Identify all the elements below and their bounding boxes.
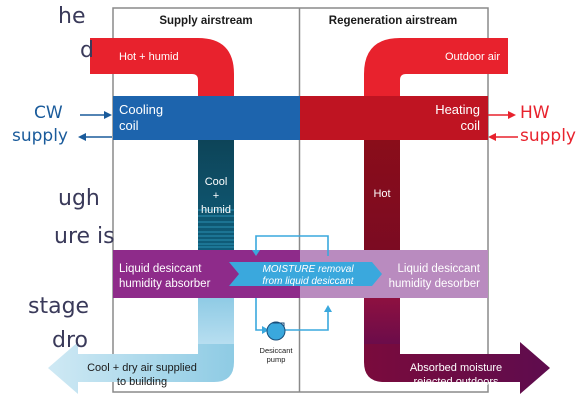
clipped-text-5: stage: [28, 294, 90, 319]
heating-coil: [300, 96, 488, 140]
dry-air-duct: [198, 298, 234, 344]
clipped-text-4: ure is: [54, 224, 115, 249]
cw-in-arrowhead: [104, 111, 112, 119]
cooling-coil-label-1: Cooling: [119, 102, 163, 117]
cw-out-arrowhead: [78, 133, 86, 141]
hw-supply-label: supply: [520, 126, 576, 146]
cool-label-3: humid: [201, 204, 231, 216]
rejected-label-2: rejected outdoors: [414, 376, 499, 388]
regeneration-header: Regeneration airstream: [329, 15, 457, 27]
moisture-arrow: [229, 262, 382, 286]
panel-border: [112, 7, 489, 393]
cool-label-2: +: [213, 190, 219, 202]
pump-icon: [266, 321, 286, 341]
moisture-label-2: from liquid desiccant: [262, 276, 354, 287]
outdoor-air-duct: [364, 38, 508, 98]
heating-coil-label-1: Heating: [435, 102, 480, 117]
supply-header: Supply airstream: [159, 15, 252, 27]
hw-in-arrowhead: [488, 133, 496, 141]
moisture-label-1: MOISTURE removal: [262, 264, 354, 275]
hot-duct: [364, 140, 400, 250]
cw-supply-label: supply: [12, 126, 68, 146]
outdoor-air-label: Outdoor air: [445, 51, 500, 63]
cw-label: CW: [34, 103, 63, 123]
clipped-text-6: dro: [52, 328, 88, 353]
supplied-label-2: to building: [117, 376, 167, 388]
condensation-stripes: [198, 209, 234, 248]
supply-outlet-arrow: [48, 342, 234, 394]
absorber-label-2: humidity absorber: [119, 278, 211, 290]
clipped-text-1: he: [58, 4, 86, 29]
rejected-label-1: Absorbed moisture: [410, 362, 502, 374]
clipped-text-3: ugh: [58, 186, 100, 211]
pump-label-2: pump: [267, 355, 286, 364]
clipped-text-2: d: [80, 38, 94, 63]
loop-arrowhead-up: [324, 305, 332, 312]
desorber-label-1: Liquid desiccant: [398, 263, 481, 275]
cool-label-1: Cool: [205, 176, 228, 188]
hw-label: HW: [520, 103, 550, 123]
loop-arrowhead-down: [252, 250, 260, 256]
pump-label-1: Desiccant: [260, 346, 294, 355]
moist-air-duct: [364, 298, 400, 344]
heating-coil-label-2: coil: [460, 118, 480, 133]
loop-arrowhead-right: [262, 326, 269, 334]
hot-humid-label: Hot + humid: [119, 51, 179, 63]
hot-humid-duct: [90, 38, 234, 98]
cooling-coil: [113, 96, 300, 140]
absorber-label-1: Liquid desiccant: [119, 263, 202, 275]
supplied-label-1: Cool + dry air supplied: [87, 362, 197, 374]
exhaust-outlet-arrow: [364, 342, 550, 394]
hw-out-arrowhead: [508, 111, 516, 119]
cooling-coil-label-2: coil: [119, 118, 139, 133]
desorber-label-2: humidity desorber: [389, 278, 481, 290]
hot-label: Hot: [373, 188, 390, 200]
